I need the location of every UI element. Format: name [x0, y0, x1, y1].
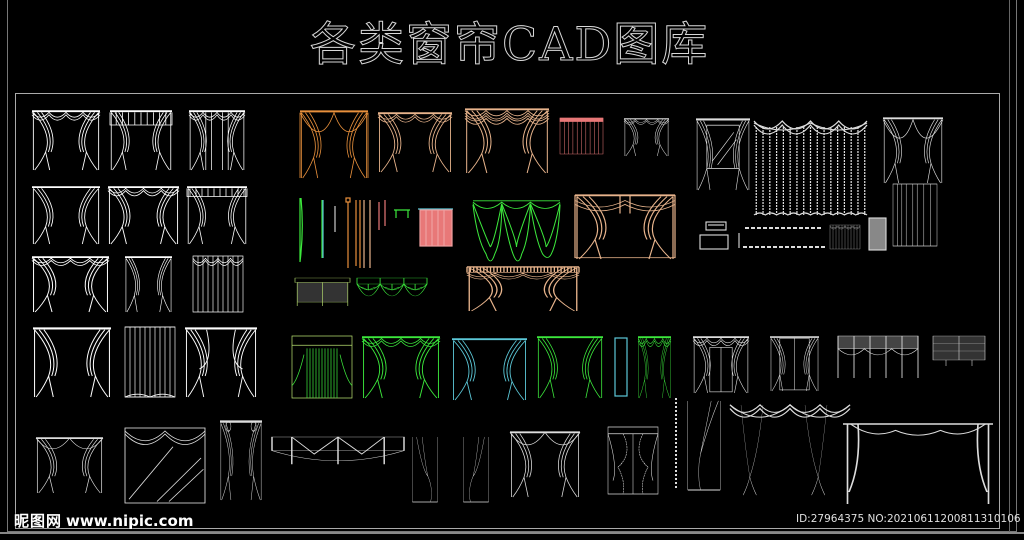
drawing-frame-outer [7, 0, 1017, 532]
image-id-text: ID:27964375 NO:20210611200811310106 [796, 513, 1021, 525]
drawing-frame-inner [15, 93, 1000, 529]
bottom-border [0, 532, 1024, 534]
watermark-site-url: www.nipic.com [66, 512, 194, 530]
right-rule [1009, 0, 1010, 532]
page-title: 各类窗帘CAD图库 [310, 17, 710, 72]
watermark-site-cn: 昵图网 [14, 512, 63, 530]
